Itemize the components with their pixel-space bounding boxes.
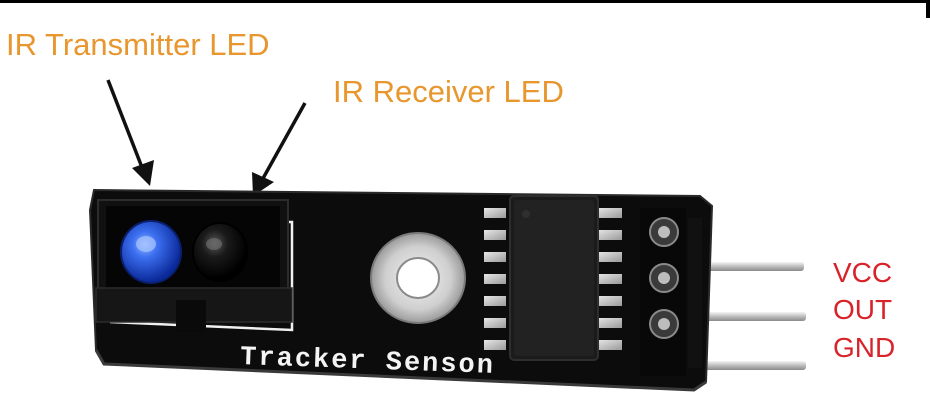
top-border (0, 0, 930, 3)
pin-label-out: OUT (833, 294, 893, 325)
ic-chip (509, 195, 599, 361)
mounting-hole (370, 232, 466, 324)
pin-label-gnd: GND (833, 332, 896, 363)
ir-receiver-label: IR Receiver LED (333, 74, 564, 109)
ir-transmitter-led (120, 220, 182, 284)
ic-pads-left (484, 208, 506, 350)
header-pins (690, 262, 806, 370)
ic-pads-right (596, 208, 622, 350)
pin-label-vcc: VCC (833, 257, 893, 288)
right-border (926, 0, 930, 18)
arrow-to-transmitter (106, 79, 154, 186)
ir-receiver-led (192, 222, 248, 282)
ir-transmitter-label: IR Transmitter LED (6, 27, 270, 62)
header-solder-joints (640, 208, 702, 376)
arrow-to-receiver (252, 102, 307, 196)
